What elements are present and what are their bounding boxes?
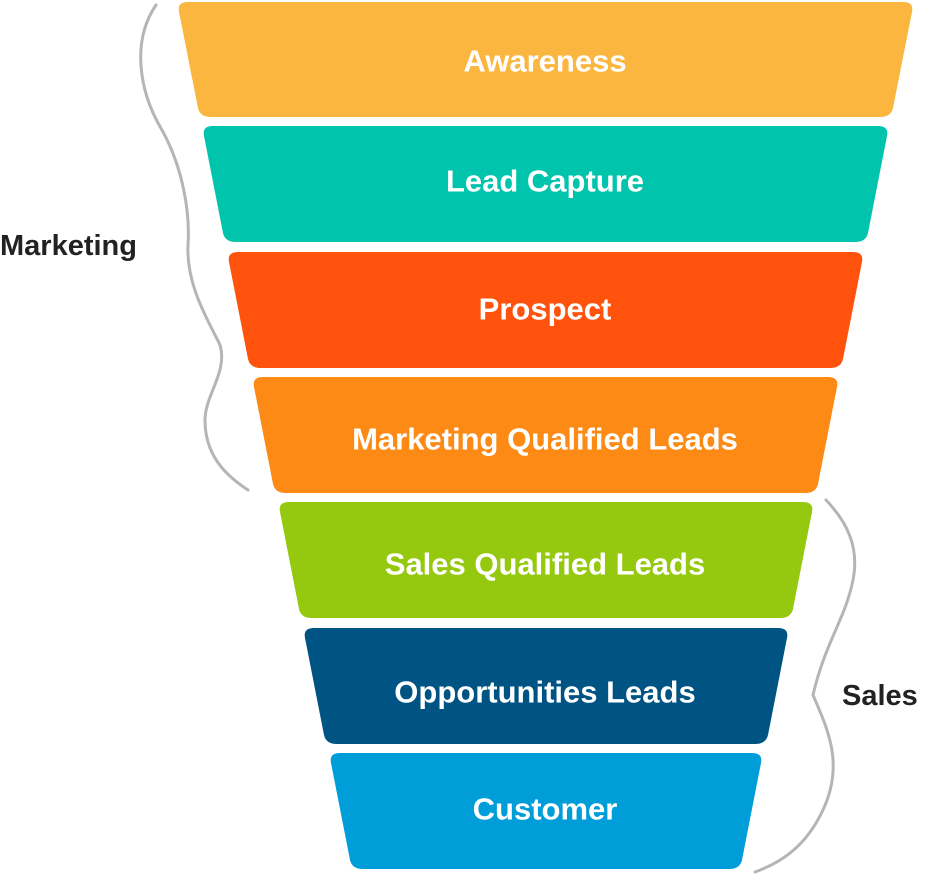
stage-prospect: Prospect — [228, 252, 863, 368]
stage-band — [330, 753, 762, 869]
stage-opportunities-leads: Opportunities Leads — [304, 628, 788, 744]
stage-awareness: Awareness — [178, 2, 913, 117]
stage-lead-capture: Lead Capture — [203, 126, 888, 242]
stage-label: Opportunities Leads — [394, 675, 695, 710]
stage-label: Awareness — [463, 44, 626, 79]
marketing-brace — [139, 3, 250, 492]
stage-band — [228, 252, 863, 368]
stage-band — [253, 377, 838, 493]
stage-label: Customer — [473, 792, 618, 827]
sales-brace — [753, 498, 857, 874]
stage-band — [279, 502, 813, 618]
stage-label: Marketing Qualified Leads — [352, 422, 738, 457]
stage-band — [178, 2, 913, 117]
stage-band — [304, 628, 788, 744]
stage-label: Sales Qualified Leads — [385, 547, 705, 582]
stage-label: Lead Capture — [446, 164, 644, 199]
marketing-group-label: Marketing — [0, 230, 137, 262]
stage-label: Prospect — [479, 292, 612, 327]
stage-sales-qualified-leads: Sales Qualified Leads — [279, 502, 813, 618]
stage-band — [203, 126, 888, 242]
stage-marketing-qualified-leads: Marketing Qualified Leads — [253, 377, 838, 493]
sales-group-label: Sales — [842, 680, 918, 712]
stage-customer: Customer — [330, 753, 762, 869]
